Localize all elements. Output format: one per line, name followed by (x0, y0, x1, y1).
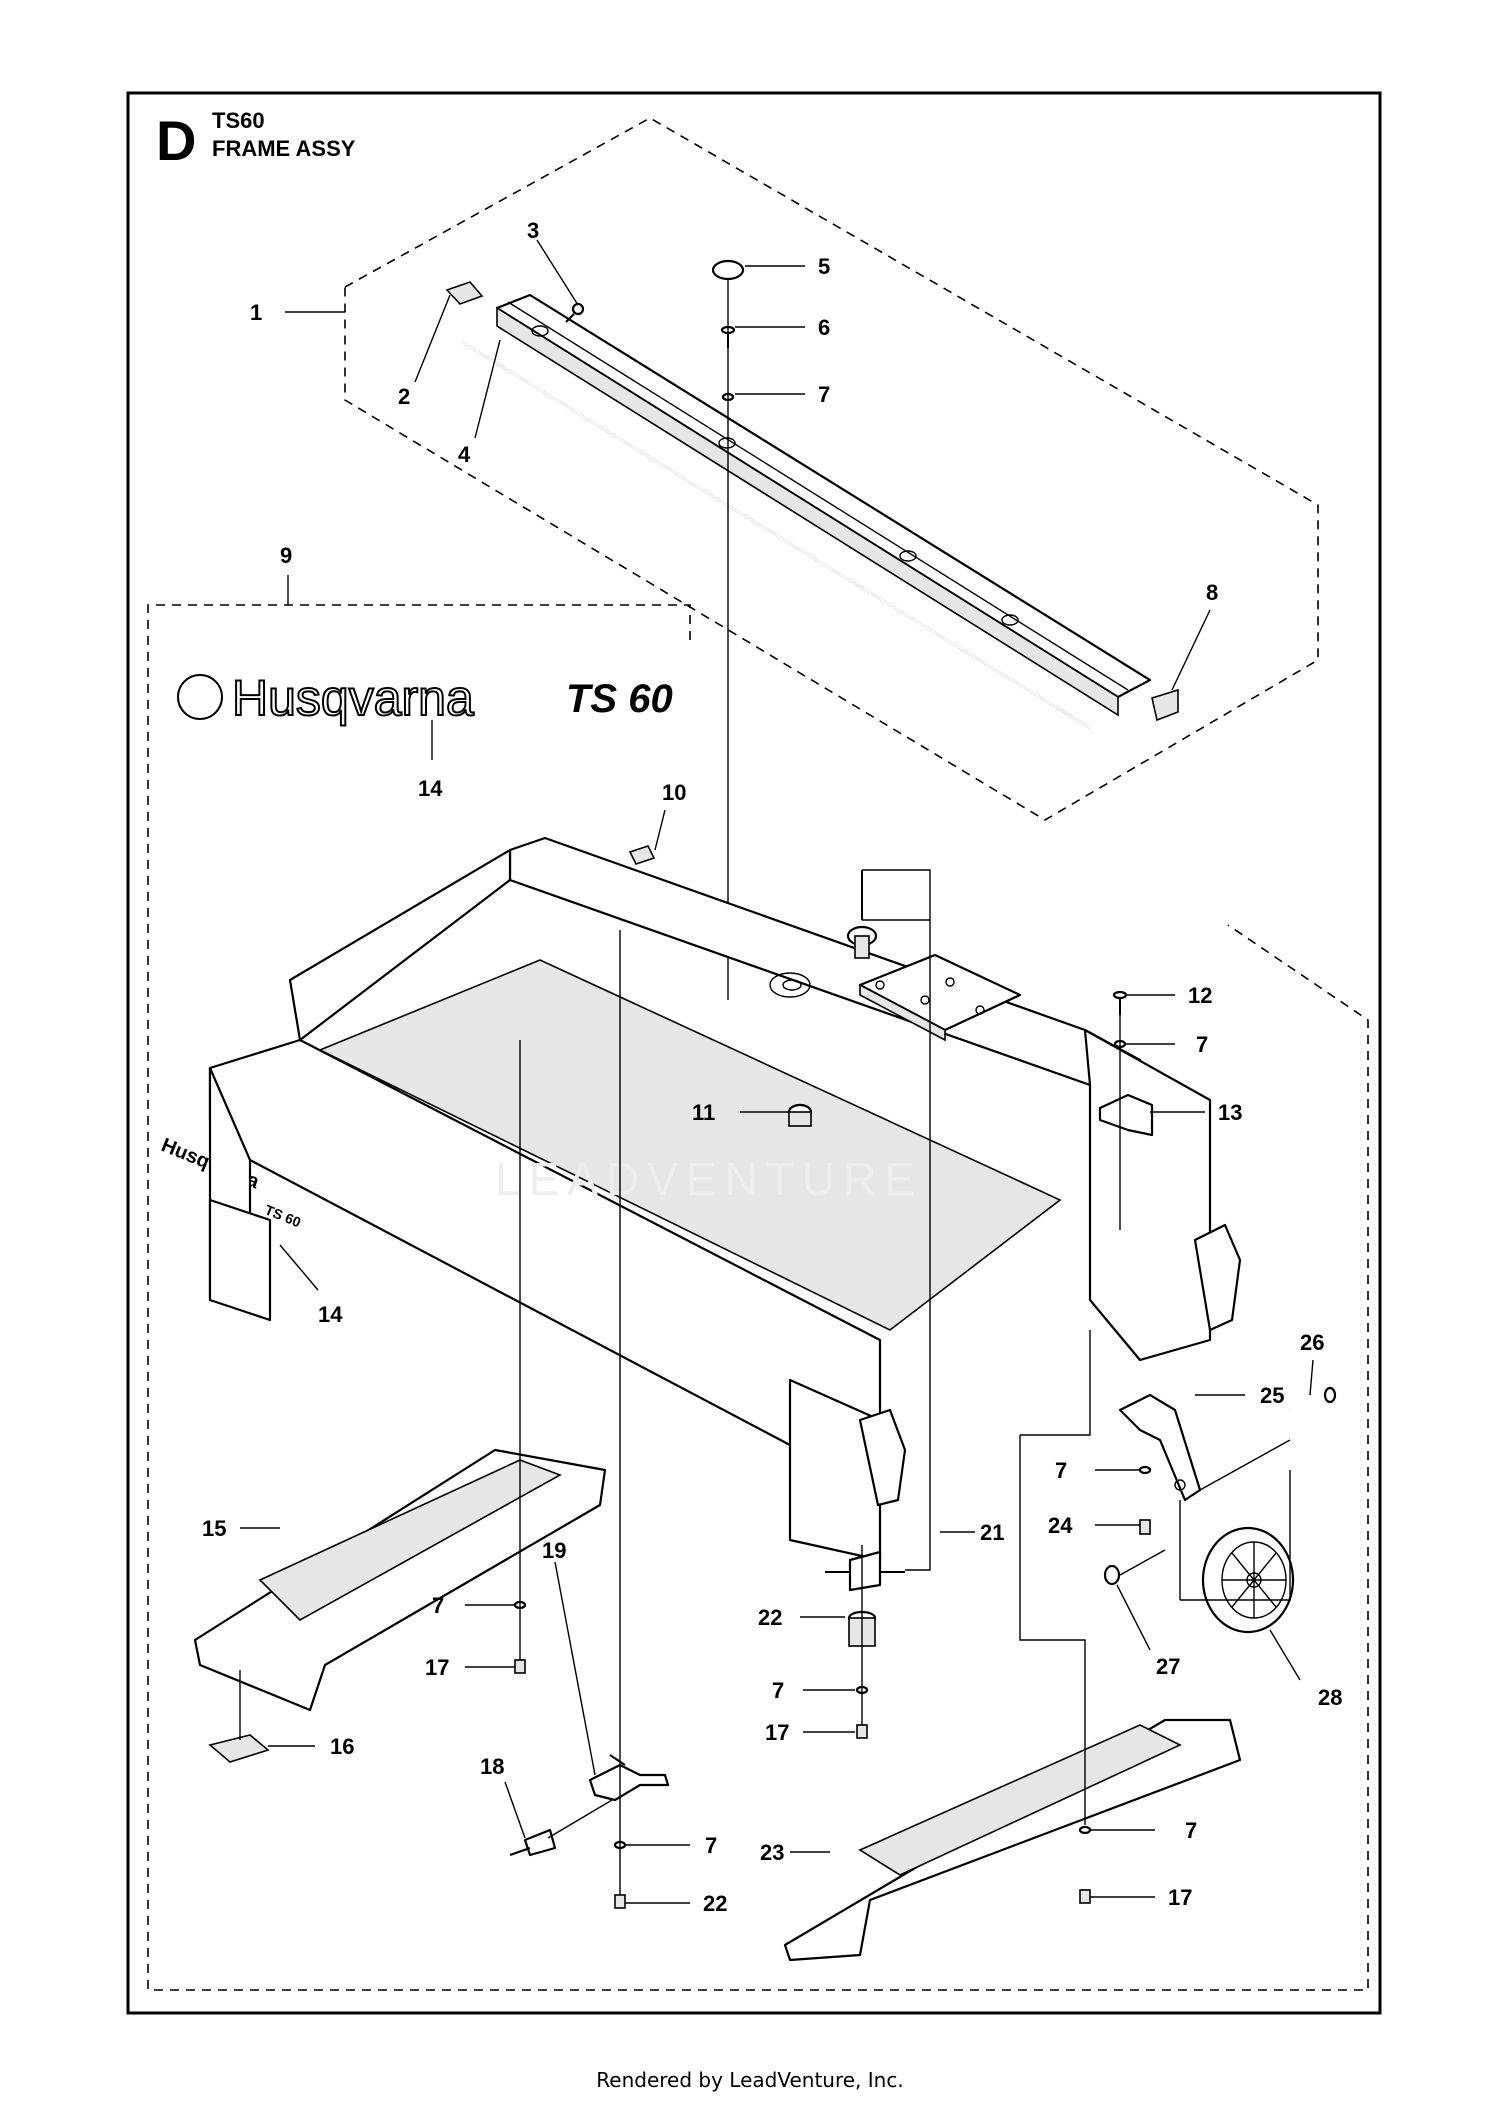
screw-17c-part (1079, 1889, 1091, 1904)
washer-24-part (1138, 1465, 1152, 1475)
callout-12: 12 (1188, 983, 1212, 1008)
callout-14a: 14 (418, 776, 443, 801)
stop-block-part (628, 845, 656, 865)
callout-7f: 7 (705, 1833, 717, 1858)
lock-handle-part (588, 1754, 670, 1802)
bolt-22b-part (614, 1894, 626, 1909)
decal-brand-text: Husqvarna (232, 670, 474, 726)
bracket-13-part (1098, 1093, 1154, 1137)
foot-left-part (193, 1448, 607, 1712)
lock-bolt-part (509, 1828, 557, 1857)
callout-17c: 17 (1168, 1885, 1192, 1910)
callout-25: 25 (1260, 1383, 1284, 1408)
callout-11: 11 (692, 1100, 715, 1125)
callout-7a: 7 (818, 382, 830, 407)
foot-right-part (783, 1718, 1242, 1962)
callout-3: 3 (527, 218, 539, 243)
callout-1: 1 (250, 300, 262, 325)
frame-subassembly-boundary (147, 604, 1369, 1991)
callout-28: 28 (1318, 1685, 1342, 1710)
watermark-text: LEADVENTURE (495, 1153, 923, 1205)
callout-22a: 22 (758, 1605, 782, 1630)
wheel-washer-part (1103, 1564, 1121, 1586)
diagram-border (126, 91, 1382, 2015)
callout-7b: 7 (1196, 1032, 1208, 1057)
callout-leaders (240, 239, 1314, 1904)
rail-subassembly-boundary (344, 117, 1319, 821)
screw-17b-part (856, 1724, 868, 1739)
bolt-24-part (1139, 1519, 1151, 1535)
wheel-part (1201, 1526, 1295, 1634)
callout-18: 18 (480, 1754, 504, 1779)
callout-7g: 7 (1185, 1818, 1197, 1843)
callout-15: 15 (202, 1516, 226, 1541)
model-name: TS60 (212, 108, 265, 133)
axle-pin-part (1288, 1386, 1337, 1413)
callout-2: 2 (398, 384, 410, 409)
callout-4: 4 (458, 442, 471, 467)
screw-3-part (565, 302, 585, 323)
locking-knob-part (846, 870, 878, 959)
callout-7c: 7 (1055, 1458, 1067, 1483)
callout-5: 5 (818, 254, 830, 279)
callout-22b: 22 (703, 1891, 727, 1916)
callout-10: 10 (662, 780, 686, 805)
end-cap-left-part (445, 281, 484, 305)
washer-7g-part (1078, 1825, 1092, 1835)
callout-6: 6 (818, 315, 830, 340)
wheel-bracket-part (1118, 1393, 1202, 1502)
section-letter: D (156, 109, 196, 172)
callout-21: 21 (980, 1520, 1004, 1545)
render-credit: Rendered by LeadVenture, Inc. (596, 2068, 904, 2092)
callout-7e: 7 (772, 1678, 784, 1703)
callout-23: 23 (760, 1840, 784, 1865)
callout-19: 19 (542, 1538, 566, 1563)
callout-16: 16 (330, 1734, 354, 1759)
plug-cap-part (711, 259, 745, 281)
callout-17a: 17 (425, 1655, 449, 1680)
decal-model-text: TS 60 (566, 677, 673, 721)
callout-7d: 7 (432, 1593, 444, 1618)
callout-24: 24 (1048, 1513, 1073, 1538)
callout-13: 13 (1218, 1100, 1242, 1125)
screw-17a-part (514, 1659, 526, 1674)
foot-pad-part (208, 1734, 270, 1763)
assembly-title: FRAME ASSY (212, 136, 356, 161)
husqvarna-decal-part: Husqvarna TS 60 (177, 669, 673, 727)
callout-8: 8 (1206, 580, 1218, 605)
fence-rail-part (461, 293, 1152, 729)
adjuster-block-part (825, 1550, 905, 1592)
callout-14b: 14 (318, 1302, 343, 1327)
callout-9: 9 (280, 543, 292, 568)
end-cap-right-part (1151, 688, 1179, 722)
callout-27: 27 (1156, 1654, 1180, 1679)
nut-11-part (787, 1103, 813, 1127)
callout-17b: 17 (765, 1720, 789, 1745)
main-frame-part (208, 836, 1242, 1562)
callout-26: 26 (1300, 1330, 1324, 1355)
